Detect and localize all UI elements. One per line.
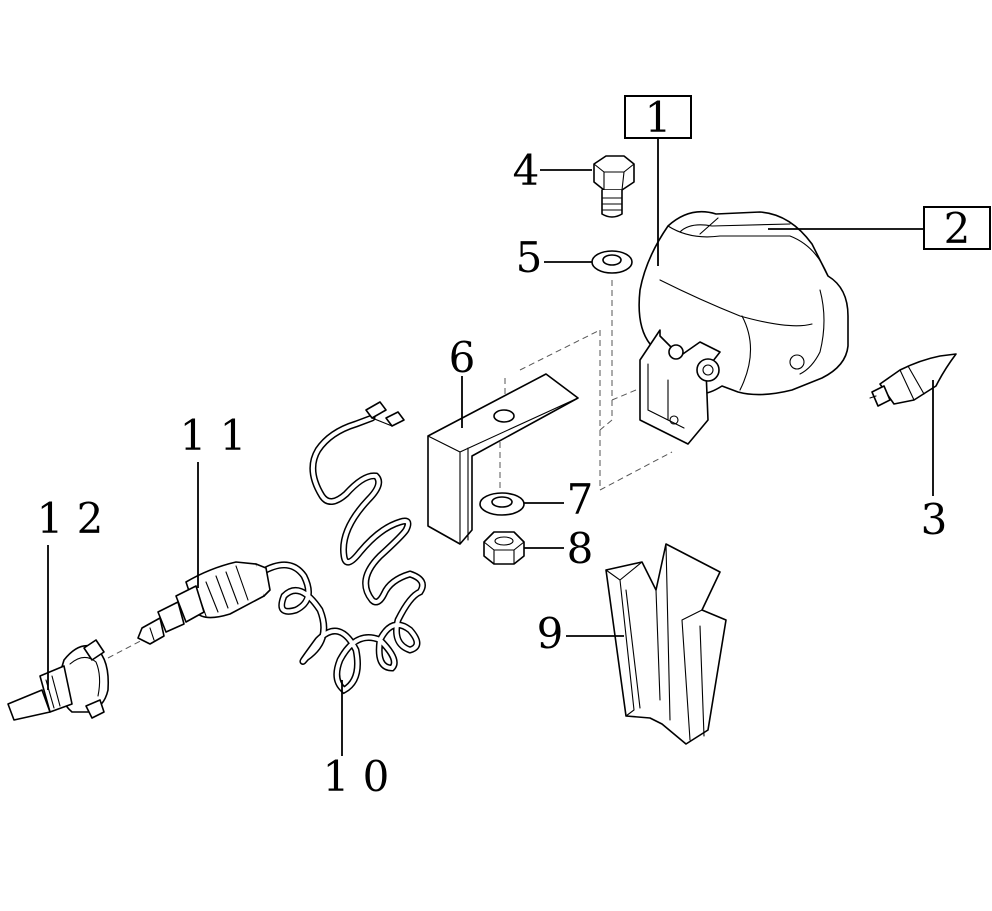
- holder-part: [605, 543, 727, 745]
- callout-2-label: 2: [944, 204, 971, 253]
- leader-lines: [47, 138, 934, 756]
- bulb-part: [869, 353, 957, 407]
- callout-6-label: 6: [449, 333, 476, 382]
- callout-labels: 1 2 3 4 5 6 7 8 9 1 0 1 1 1 2: [37, 93, 971, 801]
- callout-4-label: 4: [513, 146, 540, 195]
- callout-7-label: 7: [567, 475, 594, 524]
- plug-part: [137, 561, 271, 645]
- socket-part: [7, 639, 110, 721]
- callout-10-label: 1 0: [323, 752, 390, 801]
- mounting-bracket-part: [427, 373, 579, 545]
- callout-12-label: 1 2: [37, 494, 104, 543]
- callout-3-label: 3: [921, 495, 948, 544]
- callout-11-label: 1 1: [180, 411, 247, 460]
- washer-part-5: [591, 250, 633, 274]
- coiled-cable-part: [258, 401, 426, 695]
- lamp-housing-part: [638, 210, 849, 445]
- callout-1-box: [624, 95, 692, 139]
- callout-9-label: 9: [537, 609, 564, 658]
- callout-1-label: 1: [645, 93, 672, 142]
- bolt-part: [593, 155, 635, 218]
- nut-part: [483, 531, 525, 565]
- washer-part-7: [479, 492, 525, 516]
- callout-5-label: 5: [516, 233, 543, 282]
- callout-2-box: [923, 206, 991, 250]
- callout-8-label: 8: [567, 524, 594, 573]
